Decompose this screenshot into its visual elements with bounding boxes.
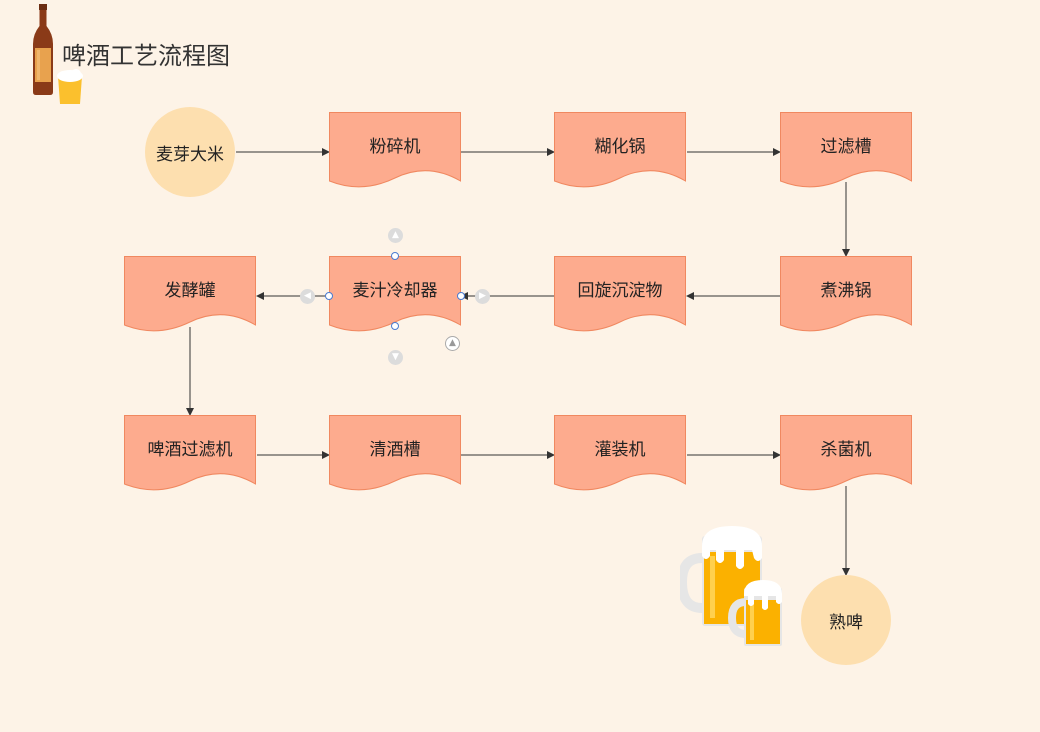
resize-handle-bottom[interactable]: [391, 322, 399, 330]
node-label: 煮沸锅: [820, 281, 872, 301]
node-label: 糊化锅: [594, 137, 646, 157]
node-label: 粉碎机: [369, 137, 421, 157]
node-label: 杀菌机: [820, 440, 872, 460]
node-mature-beer[interactable]: 熟啤: [801, 575, 891, 665]
node-sterilizer[interactable]: 杀菌机: [780, 415, 912, 495]
beer-bottle-icon: [33, 4, 53, 95]
add-right-icon[interactable]: ▶: [475, 289, 490, 304]
node-mash-pot[interactable]: 糊化锅: [554, 112, 686, 192]
add-left-icon[interactable]: ◀: [300, 289, 315, 304]
add-up-icon[interactable]: ▲: [388, 228, 403, 243]
beer-glass-icon: [57, 69, 83, 104]
node-fermenter[interactable]: 发酵罐: [124, 256, 256, 336]
rotate-handle-icon[interactable]: ▲: [445, 336, 460, 351]
add-down-icon[interactable]: ▼: [388, 350, 403, 365]
node-beer-filter[interactable]: 啤酒过滤机: [124, 415, 256, 495]
resize-handle-top[interactable]: [391, 252, 399, 260]
node-label: 清酒槽: [369, 440, 421, 460]
node-label: 灌装机: [594, 440, 646, 460]
resize-handle-left[interactable]: [325, 292, 333, 300]
node-crusher[interactable]: 粉碎机: [329, 112, 461, 192]
node-whirlpool[interactable]: 回旋沉淀物: [554, 256, 686, 336]
page-title: 啤酒工艺流程图: [62, 42, 230, 70]
resize-handle-right[interactable]: [457, 292, 465, 300]
node-wort-cooler[interactable]: 麦汁冷却器: [329, 256, 461, 336]
node-malt-rice[interactable]: 麦芽大米: [145, 107, 235, 197]
node-label: 发酵罐: [164, 281, 216, 301]
node-label: 回旋沉淀物: [577, 281, 663, 301]
node-label: 麦汁冷却器: [352, 281, 438, 301]
beer-mugs-icon: [680, 526, 782, 646]
node-label: 啤酒过滤机: [147, 440, 233, 460]
node-boiling-pot[interactable]: 煮沸锅: [780, 256, 912, 336]
node-label: 过滤槽: [820, 137, 872, 157]
node-bright-tank[interactable]: 清酒槽: [329, 415, 461, 495]
node-lauter-tun[interactable]: 过滤槽: [780, 112, 912, 192]
node-filler[interactable]: 灌装机: [554, 415, 686, 495]
